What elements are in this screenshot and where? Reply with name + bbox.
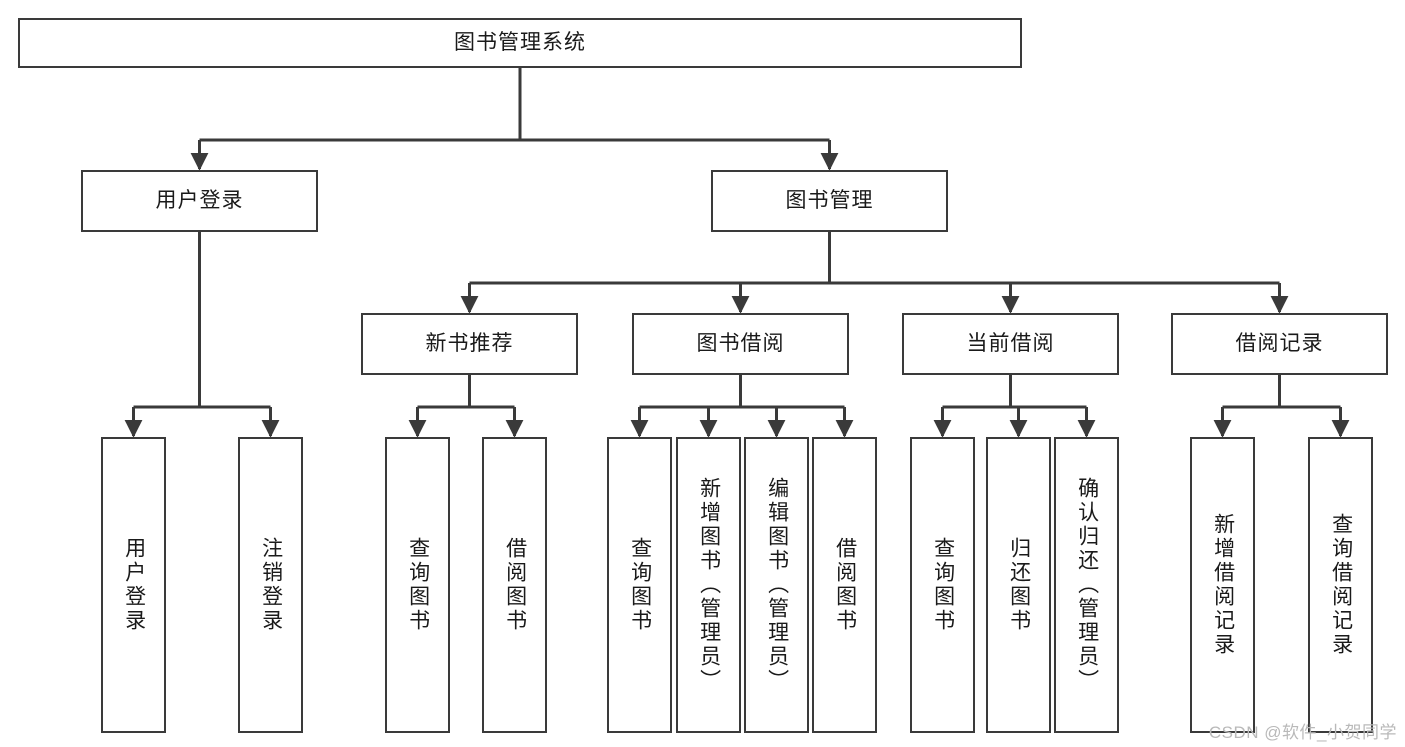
node-leaf-return-book[interactable]: 归还图书 bbox=[986, 437, 1051, 733]
node-label: 查询借阅记录 bbox=[1329, 513, 1353, 657]
node-label: 查询图书 bbox=[931, 537, 955, 633]
node-label: 图书借阅 bbox=[696, 332, 785, 356]
node-label: 图书管理 bbox=[785, 189, 874, 213]
node-book-manage[interactable]: 图书管理 bbox=[711, 170, 948, 232]
node-label: 新书推荐 bbox=[425, 332, 514, 356]
node-label: 查询图书 bbox=[406, 537, 430, 633]
node-label: 用户登录 bbox=[122, 537, 146, 633]
node-leaf-add-book[interactable]: 新增图书（管理员） bbox=[676, 437, 741, 733]
node-label: 当前借阅 bbox=[966, 332, 1055, 356]
node-label: 编辑图书（管理员） bbox=[765, 477, 789, 693]
node-book-borrow[interactable]: 图书借阅 bbox=[632, 313, 849, 375]
node-leaf-query-book-rec[interactable]: 查询图书 bbox=[385, 437, 450, 733]
node-leaf-add-record[interactable]: 新增借阅记录 bbox=[1190, 437, 1255, 733]
node-leaf-user-login[interactable]: 用户登录 bbox=[101, 437, 166, 733]
node-leaf-logout[interactable]: 注销登录 bbox=[238, 437, 303, 733]
node-leaf-edit-book[interactable]: 编辑图书（管理员） bbox=[744, 437, 809, 733]
node-label: 查询图书 bbox=[628, 537, 652, 633]
node-label: 用户登录 bbox=[155, 189, 244, 213]
node-leaf-borrow-book[interactable]: 借阅图书 bbox=[812, 437, 877, 733]
node-leaf-borrow-book-rec[interactable]: 借阅图书 bbox=[482, 437, 547, 733]
node-label: 借阅图书 bbox=[833, 537, 857, 633]
node-label: 注销登录 bbox=[259, 537, 283, 633]
node-label: 归还图书 bbox=[1007, 537, 1031, 633]
node-label: 借阅记录 bbox=[1235, 332, 1324, 356]
node-leaf-query-record[interactable]: 查询借阅记录 bbox=[1308, 437, 1373, 733]
node-label: 确认归还（管理员） bbox=[1075, 477, 1099, 693]
node-label: 借阅图书 bbox=[503, 537, 527, 633]
node-label: 新增借阅记录 bbox=[1211, 513, 1235, 657]
node-label: 新增图书（管理员） bbox=[697, 477, 721, 693]
node-leaf-query-book-cur[interactable]: 查询图书 bbox=[910, 437, 975, 733]
node-current-borrow[interactable]: 当前借阅 bbox=[902, 313, 1119, 375]
node-new-book-rec[interactable]: 新书推荐 bbox=[361, 313, 578, 375]
node-root-图书管理系统[interactable]: 图书管理系统 bbox=[18, 18, 1022, 68]
node-borrow-record[interactable]: 借阅记录 bbox=[1171, 313, 1388, 375]
node-leaf-query-book-borrow[interactable]: 查询图书 bbox=[607, 437, 672, 733]
node-user-login[interactable]: 用户登录 bbox=[81, 170, 318, 232]
node-label: 图书管理系统 bbox=[454, 31, 586, 55]
node-leaf-confirm-return[interactable]: 确认归还（管理员） bbox=[1054, 437, 1119, 733]
